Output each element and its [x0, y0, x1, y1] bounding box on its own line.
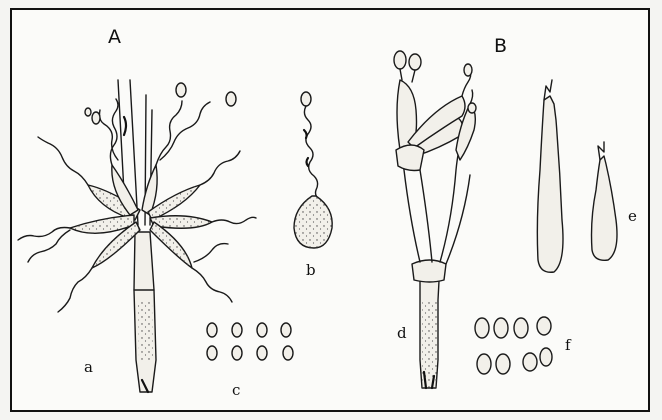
part-label-f: f: [565, 336, 572, 354]
part-label-e: e: [628, 207, 637, 225]
part-label-a: a: [84, 358, 93, 376]
conidia-f: [475, 317, 552, 374]
conidiophore-a: [18, 80, 256, 392]
conidia-c: [207, 323, 293, 360]
part-label-c: c: [232, 381, 240, 399]
part-label-b: b: [306, 261, 316, 279]
panel-label-b: B: [494, 35, 507, 57]
part-label-d: d: [397, 324, 407, 342]
panel-label-a: A: [108, 26, 121, 48]
phialides-e: [537, 80, 617, 272]
phialide-b: [294, 92, 332, 248]
